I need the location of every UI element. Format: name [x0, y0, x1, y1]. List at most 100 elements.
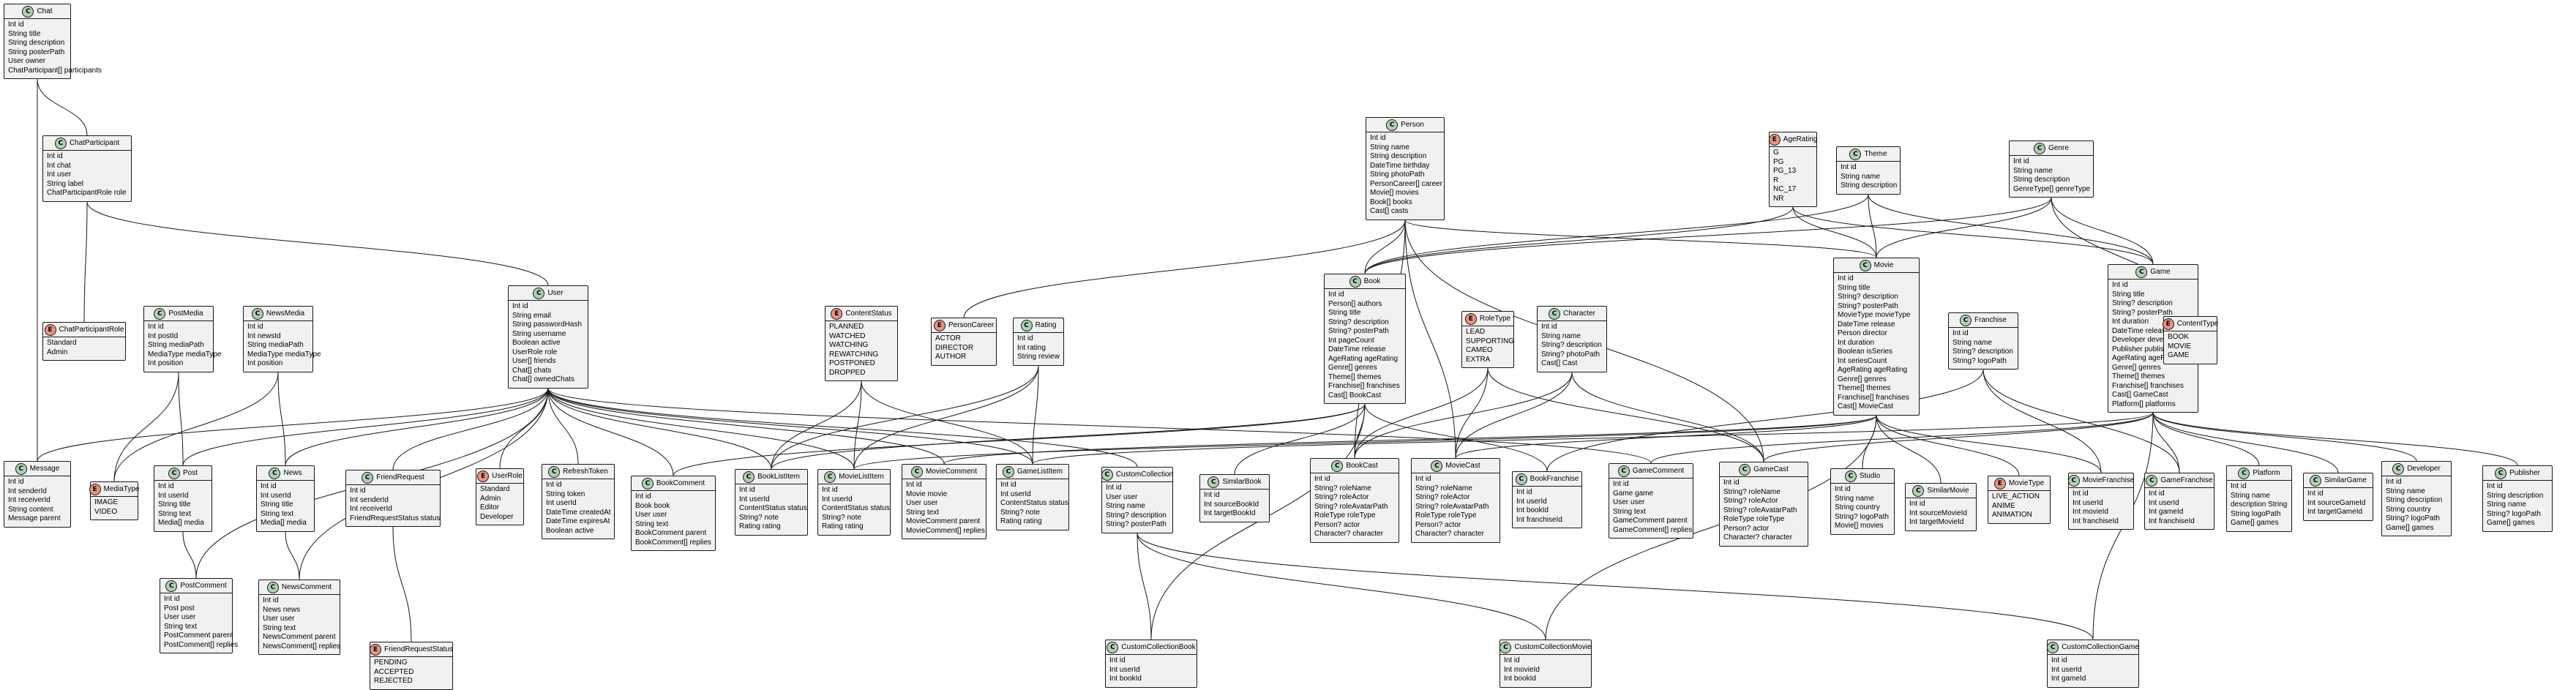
relation-line [1404, 220, 1456, 459]
class-field: GenreType[] genreType [2013, 184, 2091, 193]
relation-line [285, 531, 300, 580]
class-field: String country [1835, 503, 1880, 511]
class-field: String? description [1328, 318, 1389, 326]
enum-icon: E [831, 307, 843, 320]
class-field: String? roleActor [1314, 493, 1369, 501]
class-field: WATCHING [829, 341, 869, 349]
class-icon: C [251, 307, 263, 320]
class-field: GameComment parent [1613, 517, 1688, 525]
class-field: String posterPath [8, 48, 65, 56]
class-name: AgeRating [1783, 135, 1818, 143]
class-field: Book book [635, 501, 670, 510]
class-name: Post [182, 469, 198, 477]
class-field: String? roleName [1723, 487, 1781, 496]
class-field: Int id [2073, 490, 2089, 498]
enum-icon: E [44, 323, 56, 336]
class-field: Int sourceGameId [2307, 498, 2366, 507]
class-field: String? roleActor [1415, 493, 1470, 501]
relation-line [673, 403, 1366, 476]
class-name: SimilarMovie [1927, 487, 1969, 495]
class-field: Developer developer [2112, 336, 2180, 344]
class-field: MOVIE [2168, 342, 2192, 350]
relation-line [1868, 194, 1877, 258]
relation-line [1364, 403, 1548, 472]
class-field: Int id [261, 482, 277, 490]
class-name: ContentType [2176, 320, 2219, 328]
class-field: Game[] games [2386, 523, 2434, 532]
class-field: AgeRating ageRating [1838, 366, 1908, 374]
class-name: ContentStatus [845, 310, 892, 318]
class-icon: C [1101, 468, 1113, 481]
class-field: String text [158, 509, 192, 518]
class-field: Int bookId [1504, 675, 1536, 683]
class-field: String name [1541, 331, 1581, 340]
class-icon: C [1849, 148, 1862, 160]
class-field: Int id [148, 323, 164, 331]
relation-line [113, 372, 179, 482]
class-name: Theme [1864, 150, 1887, 158]
class-icon: C [1960, 314, 1972, 326]
class-field: String? posterPath [1328, 327, 1389, 335]
class-field: Rating rating [739, 522, 781, 530]
relation-line [547, 388, 1033, 465]
class-field: Int id [47, 152, 63, 160]
class-field: Admin [480, 494, 501, 503]
class-field: Person? actor [1723, 524, 1770, 533]
relation-line [2152, 412, 2339, 473]
class-field: Int id [8, 20, 24, 29]
class-field: PersonCareer[] career [1370, 179, 1442, 188]
relation-line [547, 388, 945, 465]
class-field: PLANNED [829, 323, 864, 331]
class-field: ContentStatus status [739, 504, 807, 512]
class-field: UserRole role [512, 348, 558, 356]
class-field: String username [512, 329, 566, 338]
class-field: String content [8, 505, 53, 514]
class-field: String title [1838, 283, 1871, 292]
class-name: GameFranchise [2160, 476, 2213, 484]
class-field: String description [1841, 181, 1898, 190]
class-field: Int id [1314, 475, 1330, 483]
relation-line [547, 388, 1652, 464]
class-field: ChatParticipantRole role [47, 189, 127, 197]
class-field: String? description [1106, 511, 1167, 520]
class-field: G [1773, 149, 1779, 157]
class-field: Game[] games [2487, 519, 2535, 527]
class-field: String passwordHash [512, 320, 583, 329]
class-name: BookListItem [757, 473, 800, 481]
relation-line [2051, 197, 2154, 265]
relation-line [1650, 412, 2154, 464]
class-name: Person [1401, 121, 1424, 129]
class-field: MediaType mediaType [148, 350, 222, 359]
relation-line [1137, 533, 1546, 640]
class-field: String? logoPath [2386, 514, 2440, 522]
class-name: Character [1563, 310, 1595, 318]
class-field: String? roleAvatarPath [1723, 506, 1797, 514]
relation-line [2152, 412, 2180, 473]
class-field: String name [1952, 338, 1992, 347]
relation-line [771, 403, 1366, 470]
